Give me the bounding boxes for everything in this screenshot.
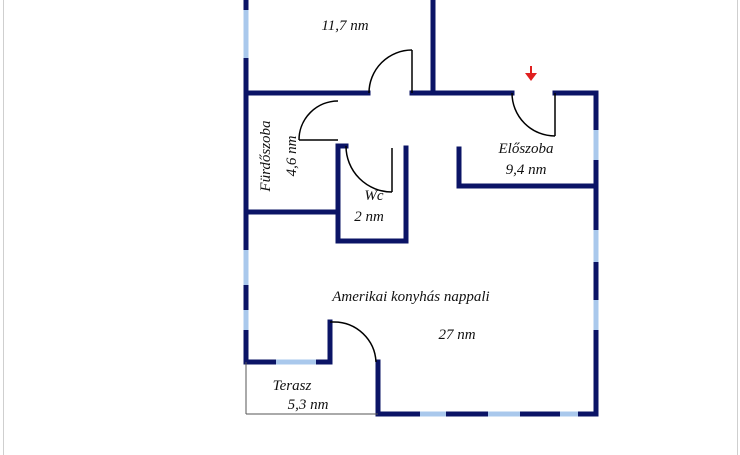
terasz-name: Terasz: [273, 378, 312, 394]
terrace-outline: [245, 362, 378, 415]
page-border-left: [3, 0, 4, 455]
doors: [298, 49, 556, 363]
door-wc-arc: [345, 145, 393, 193]
eloszoba-area: 9,4 nm: [506, 162, 547, 178]
top-room-area: 11,7 nm: [321, 18, 368, 34]
door-top-room-arc: [368, 49, 413, 94]
nappali-name: Amerikai konyhás nappali: [331, 289, 489, 305]
entrance-arrow-icon: [525, 66, 537, 81]
nappali-area: 27 nm: [438, 327, 475, 343]
terasz-area: 5,3 nm: [288, 397, 329, 413]
door-terrace-arc: [333, 321, 377, 363]
wc-area: 2 nm: [354, 209, 384, 225]
page-border-right: [737, 0, 738, 455]
windows: [243, 10, 599, 417]
wc-name: Wc: [364, 188, 383, 204]
furdoszoba-name: Fürdőszoba: [258, 120, 274, 192]
door-bathroom-arc: [298, 100, 339, 141]
door-entrance-arc: [511, 92, 556, 137]
furdoszoba-area: 4,6 nm: [284, 135, 300, 176]
walls: [243, 0, 599, 417]
room-labels: 11,7 nm Előszoba 9,4 nm Fürdőszoba 4,6 n…: [258, 18, 554, 413]
entrance-arrow-head: [525, 73, 537, 81]
eloszoba-name: Előszoba: [497, 141, 553, 157]
